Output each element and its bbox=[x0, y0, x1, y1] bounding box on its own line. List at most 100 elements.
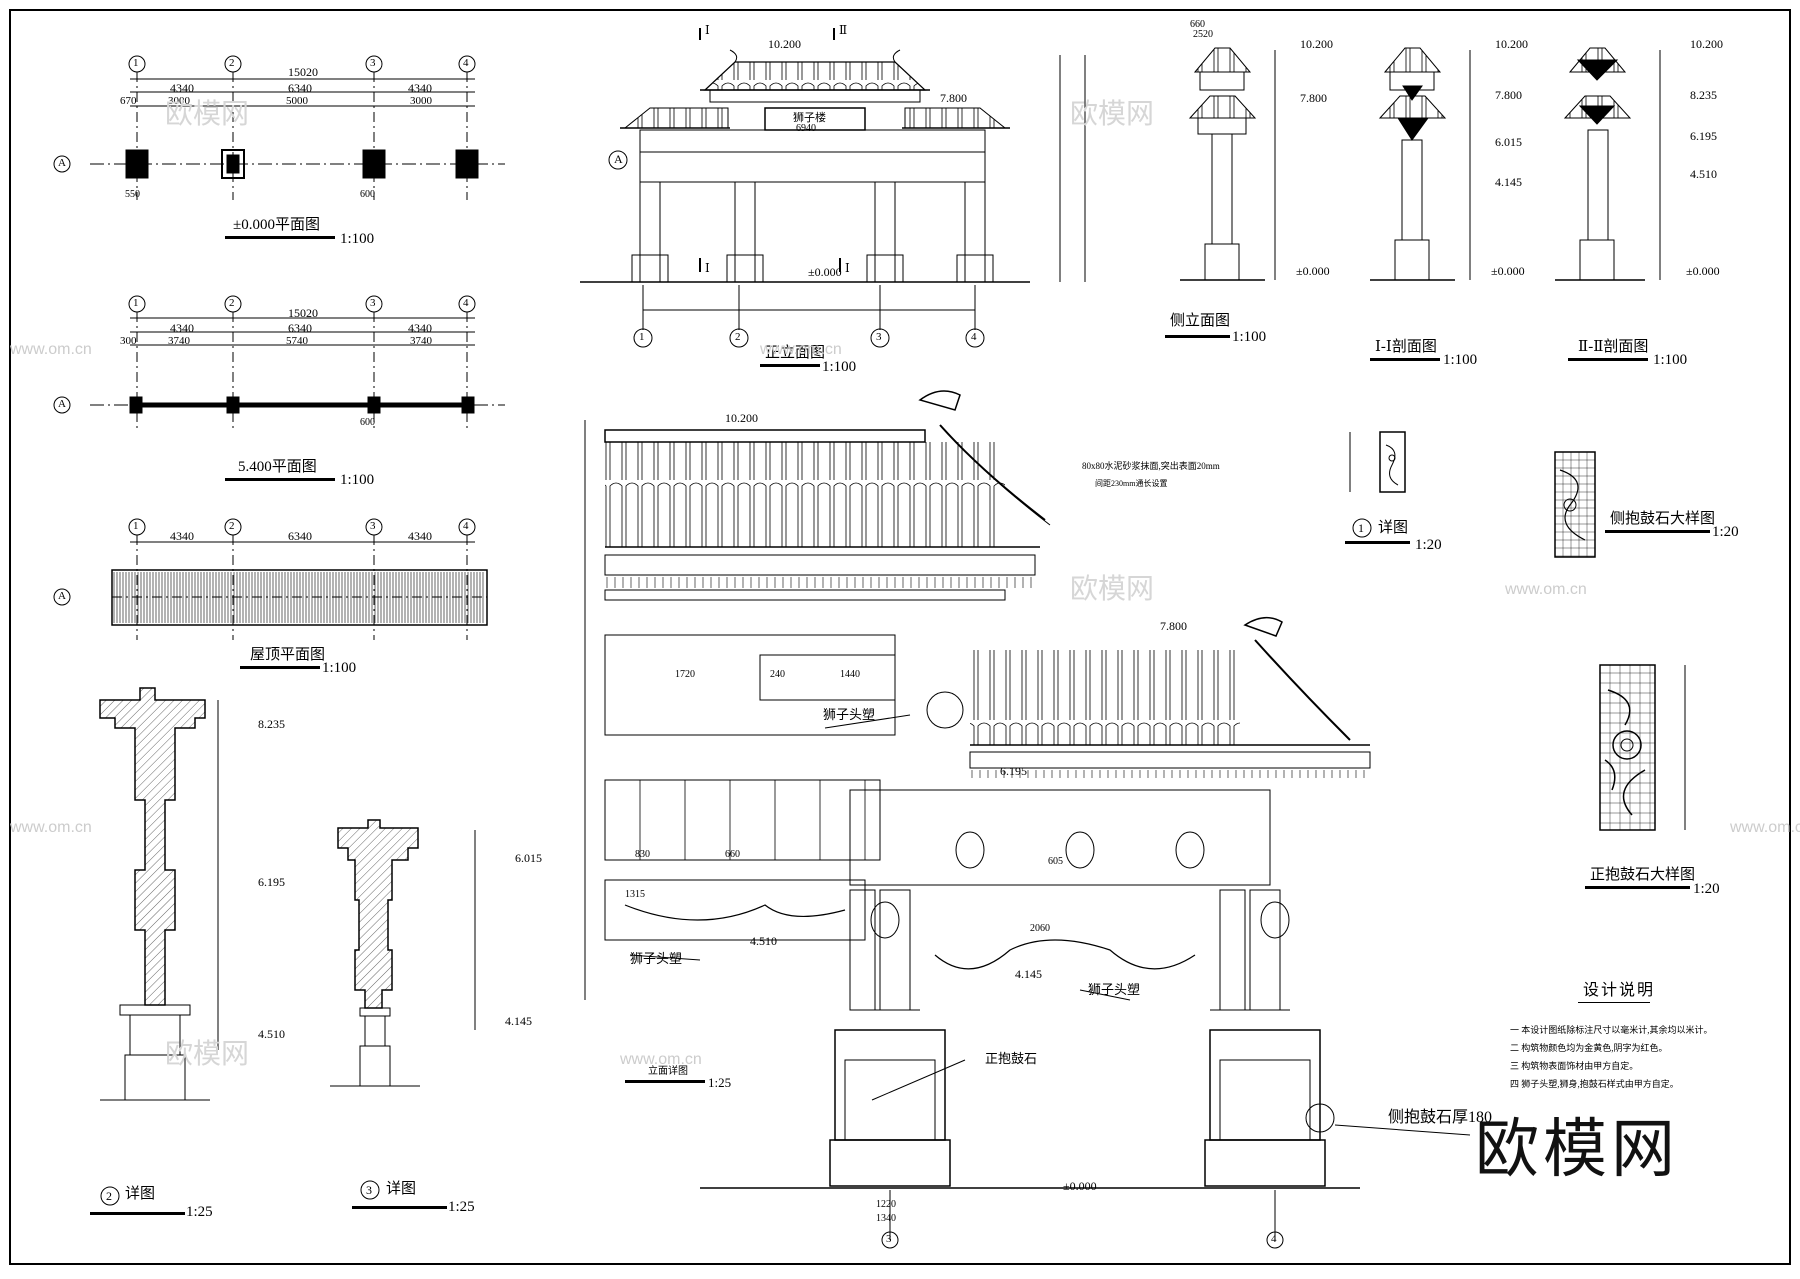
title-underline bbox=[352, 1206, 447, 1209]
scale: 1:20 bbox=[1712, 524, 1739, 540]
dim-text: 660 bbox=[1190, 19, 1205, 30]
title-side-drum: 侧抱鼓石大样图 bbox=[1610, 511, 1716, 527]
elevation-mark: 6.195 bbox=[1000, 764, 1027, 778]
watermark: www.om.cn bbox=[10, 819, 92, 836]
title-underline bbox=[225, 478, 335, 481]
circle-number: 2 bbox=[106, 1189, 112, 1203]
side-elevation-drawing bbox=[1180, 47, 1276, 281]
scale: 1:100 bbox=[1232, 329, 1267, 345]
elevation-mark: 7.800 bbox=[1300, 91, 1327, 105]
title-detail2: 详图 bbox=[125, 1186, 156, 1202]
dim-text: 605 bbox=[1048, 856, 1063, 867]
dim-bay: 4340 bbox=[408, 529, 432, 543]
elevation-mark: ±0.000 bbox=[808, 265, 842, 279]
elevation-mark: 6.015 bbox=[515, 851, 542, 865]
dim-text: 830 bbox=[635, 849, 650, 860]
axis-label: 4 bbox=[463, 297, 469, 309]
annotation-lion: 狮子头塑 bbox=[1088, 982, 1141, 997]
scale: 1:25 bbox=[448, 1199, 475, 1215]
dim-sub: 5000 bbox=[286, 95, 308, 107]
dim-text: 240 bbox=[770, 669, 785, 680]
annotation-gutter2: 间距230mm通长设置 bbox=[1095, 479, 1168, 488]
title-underline bbox=[1605, 530, 1710, 533]
plan-0-drawing bbox=[90, 72, 505, 200]
scale: 1:100 bbox=[322, 660, 357, 676]
watermark: www.om.cn bbox=[760, 341, 842, 358]
notes-title: 设计说明 bbox=[1583, 982, 1656, 999]
elevation-mark: ±0.000 bbox=[1296, 264, 1330, 278]
watermark: www.om.cn bbox=[10, 341, 92, 358]
note-line: 一 本设计图纸除标注尺寸以毫米计,其余均以米计。 bbox=[1510, 1025, 1713, 1035]
dim-bay: 4340 bbox=[408, 81, 432, 95]
axis-label: 2 bbox=[735, 331, 741, 343]
title-side-elevation: 侧立面图 bbox=[1170, 313, 1231, 329]
axis-label: 1 bbox=[133, 297, 139, 309]
axis-label: 1 bbox=[133, 57, 139, 69]
scale: 1:100 bbox=[1653, 352, 1688, 368]
dim-misc: 550 bbox=[125, 189, 140, 200]
circle-number: 3 bbox=[366, 1183, 372, 1197]
elevation-mark: 10.200 bbox=[1300, 37, 1333, 51]
title-plan-0: ±0.000平面图 bbox=[233, 217, 320, 233]
dim-bay: 4340 bbox=[170, 81, 194, 95]
elevation-mark: 4.510 bbox=[1690, 167, 1717, 181]
elevation-mark: 4.510 bbox=[750, 934, 777, 948]
dim-sub: 3000 bbox=[410, 95, 432, 107]
title-underline bbox=[1585, 886, 1690, 889]
dim-bay: 4340 bbox=[170, 321, 194, 335]
watermark-brand: 欧模网 bbox=[165, 97, 250, 130]
dim-text: 660 bbox=[725, 849, 740, 860]
axis-label: 4 bbox=[1271, 1233, 1277, 1245]
dim-sub: 3740 bbox=[168, 335, 190, 347]
axis-label: 3 bbox=[886, 1233, 892, 1245]
section-1-drawing bbox=[1370, 47, 1471, 281]
title-plan-5400: 5.400平面图 bbox=[238, 459, 317, 475]
title-underline bbox=[760, 364, 820, 367]
scale: 1:100 bbox=[822, 359, 857, 375]
brand-logo: 欧模网 bbox=[1475, 1113, 1679, 1187]
elevation-mark: 7.800 bbox=[940, 91, 967, 105]
title-underline bbox=[240, 666, 320, 669]
axis-row-label: A bbox=[614, 152, 623, 166]
annotation-lion: 狮子头塑 bbox=[630, 951, 683, 966]
axis-label: 2 bbox=[229, 297, 235, 309]
title-underline bbox=[90, 1212, 185, 1215]
dim-bay: 4340 bbox=[170, 529, 194, 543]
dim-text: 6940 bbox=[796, 123, 816, 134]
elevation-mark: ±0.000 bbox=[1491, 264, 1525, 278]
title-underline bbox=[625, 1080, 705, 1083]
watermark-brand: 欧模网 bbox=[1070, 572, 1155, 605]
axis-label: 3 bbox=[876, 331, 882, 343]
elevation-mark: 7.800 bbox=[1495, 88, 1522, 102]
elevation-mark: 8.235 bbox=[258, 717, 285, 731]
dim-misc: 600 bbox=[360, 189, 375, 200]
elevation-mark: 10.200 bbox=[1495, 37, 1528, 51]
dim-text: 1440 bbox=[840, 669, 860, 680]
elevation-mark: 4.145 bbox=[505, 1014, 532, 1028]
title-main-detail: 立面详图 bbox=[648, 1066, 688, 1077]
detail3-drawing bbox=[330, 819, 476, 1087]
section-mark: Ⅰ bbox=[705, 23, 710, 37]
axis-label: 3 bbox=[370, 520, 376, 532]
watermark: www.om.cn bbox=[1505, 581, 1587, 598]
dim-text: 1340 bbox=[876, 1213, 896, 1224]
elevation-mark: ±0.000 bbox=[1063, 1179, 1097, 1193]
axis-label: 3 bbox=[370, 297, 376, 309]
section-mark: Ⅰ bbox=[705, 261, 710, 275]
title-underline bbox=[1370, 358, 1440, 361]
dim-sub: 5740 bbox=[286, 335, 308, 347]
detail2-drawing bbox=[99, 687, 219, 1101]
annotation-lion: 狮子头塑 bbox=[823, 707, 876, 722]
axis-label: 1 bbox=[639, 331, 645, 343]
title-front-drum: 正抱鼓石大样图 bbox=[1590, 867, 1696, 883]
axis-row-label: A bbox=[58, 157, 66, 169]
elevation-mark: 10.200 bbox=[1690, 37, 1723, 51]
dim-bay: 6340 bbox=[288, 321, 312, 335]
front-drum-drawing bbox=[1599, 664, 1686, 831]
dim-total: 15020 bbox=[288, 306, 318, 320]
axis-row-label: A bbox=[58, 590, 66, 602]
elevation-mark: 6.195 bbox=[1690, 129, 1717, 143]
main-detail-drawing bbox=[584, 390, 1471, 1240]
